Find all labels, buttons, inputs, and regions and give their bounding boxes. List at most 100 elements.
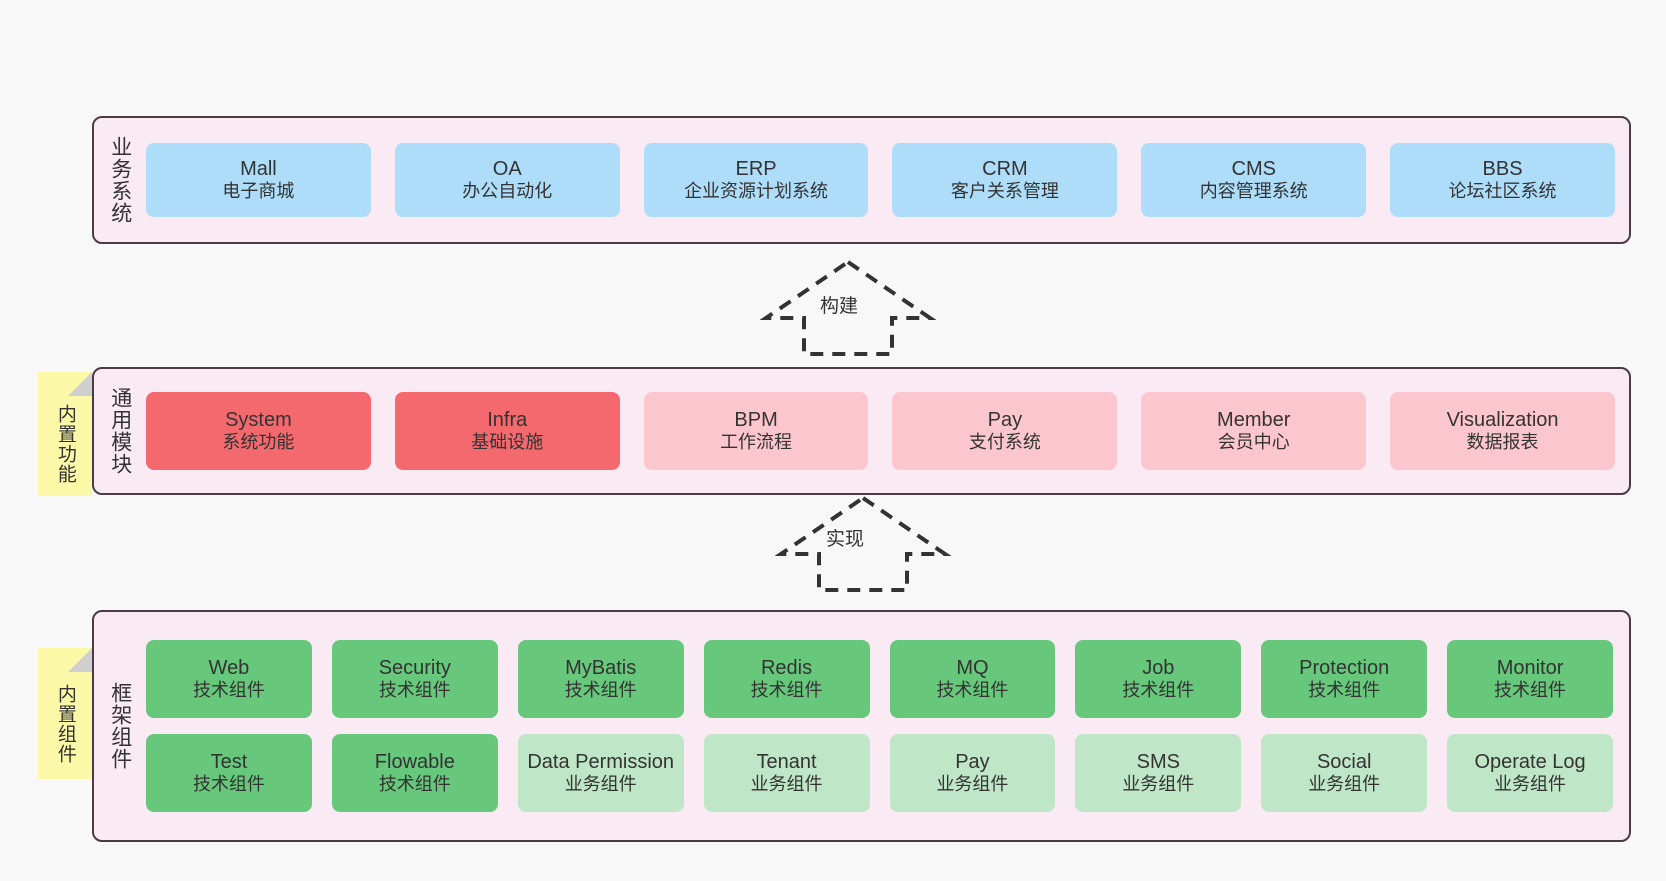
framework-card-operate-log[interactable]: Operate Log 业务组件: [1447, 734, 1613, 812]
card-subtitle: 论坛社区系统: [1448, 181, 1557, 202]
card-subtitle: 系统功能: [222, 432, 295, 453]
card-subtitle: 技术组件: [564, 680, 637, 701]
card-subtitle: 内容管理系统: [1199, 181, 1308, 202]
card-title: Pay: [955, 750, 990, 773]
card-subtitle: 基础设施: [471, 432, 544, 453]
card-title: BBS: [1482, 157, 1523, 180]
framework-card-test[interactable]: Test 技术组件: [146, 734, 312, 812]
card-title: Monitor: [1496, 656, 1564, 679]
card-title: CMS: [1231, 157, 1276, 180]
layer-business-system-label: 业务系统: [108, 136, 132, 224]
layer-framework-component: 框架组件 Web 技术组件 Security 技术组件 MyBatis 技术组件…: [92, 610, 1631, 842]
card-title: BPM: [734, 408, 778, 431]
layer-business-system: 业务系统 Mall 电子商城 OA 办公自动化 ERP 企业资源计划系统 CRM…: [92, 116, 1631, 244]
card-subtitle: 技术组件: [936, 680, 1009, 701]
card-title: CRM: [982, 157, 1028, 180]
framework-tech-row: Web 技术组件 Security 技术组件 MyBatis 技术组件 Redi…: [146, 640, 1613, 718]
card-subtitle: 业务组件: [564, 774, 637, 795]
connector-build-label: 构建: [820, 296, 859, 317]
layer-framework-component-label: 框架组件: [108, 682, 132, 770]
business-card-crm[interactable]: CRM 客户关系管理: [892, 143, 1118, 217]
framework-card-protection[interactable]: Protection 技术组件: [1261, 640, 1428, 718]
common-card-pay[interactable]: Pay 支付系统: [892, 392, 1118, 470]
card-title: Redis: [760, 656, 813, 679]
common-card-system[interactable]: System 系统功能: [146, 392, 371, 470]
sticky-note-label: 内置功能: [54, 404, 76, 484]
card-subtitle: 客户关系管理: [950, 181, 1059, 202]
common-card-bpm[interactable]: BPM 工作流程: [643, 392, 869, 470]
common-card-infra[interactable]: Infra 基础设施: [394, 392, 620, 470]
card-subtitle: 技术组件: [192, 774, 265, 795]
card-subtitle: 技术组件: [378, 680, 451, 701]
card-title: Data Permission: [527, 750, 675, 773]
common-card-row: System 系统功能 Infra 基础设施 BPM 工作流程 Pay 支付系统…: [146, 392, 1615, 470]
card-title: Pay: [987, 408, 1023, 431]
card-subtitle: 技术组件: [1308, 680, 1381, 701]
sticky-note-builtin-components: 内置组件: [38, 648, 92, 779]
framework-card-pay[interactable]: Pay 业务组件: [889, 734, 1056, 812]
card-title: Mall: [240, 157, 277, 180]
card-title: System: [225, 408, 292, 431]
framework-card-job[interactable]: Job 技术组件: [1075, 640, 1242, 718]
framework-card-mq[interactable]: MQ 技术组件: [889, 640, 1056, 718]
layer-common-module: 通用模块 System 系统功能 Infra 基础设施 BPM 工作流程 Pay…: [92, 367, 1631, 495]
layer-business-system-body: Mall 电子商城 OA 办公自动化 ERP 企业资源计划系统 CRM 客户关系…: [142, 118, 1629, 242]
layer-common-module-label: 通用模块: [108, 387, 132, 475]
card-subtitle: 业务组件: [1308, 774, 1381, 795]
common-card-member[interactable]: Member 会员中心: [1141, 392, 1367, 470]
card-subtitle: 技术组件: [750, 680, 823, 701]
card-subtitle: 技术组件: [1494, 680, 1567, 701]
card-title: SMS: [1136, 750, 1180, 773]
sticky-note-builtin-features: 内置功能: [38, 372, 92, 496]
card-title: Job: [1142, 656, 1175, 679]
card-subtitle: 业务组件: [1122, 774, 1195, 795]
layer-framework-component-body: Web 技术组件 Security 技术组件 MyBatis 技术组件 Redi…: [142, 612, 1629, 840]
card-title: Security: [378, 656, 451, 679]
card-subtitle: 业务组件: [750, 774, 823, 795]
framework-card-data-permission[interactable]: Data Permission 业务组件: [517, 734, 684, 812]
card-title: MQ: [956, 656, 989, 679]
card-subtitle: 办公自动化: [462, 181, 553, 202]
framework-card-social[interactable]: Social 业务组件: [1261, 734, 1428, 812]
framework-card-redis[interactable]: Redis 技术组件: [703, 640, 870, 718]
layer-common-module-body: System 系统功能 Infra 基础设施 BPM 工作流程 Pay 支付系统…: [142, 369, 1629, 493]
card-title: Visualization: [1446, 408, 1559, 431]
common-card-visualization[interactable]: Visualization 数据报表: [1390, 392, 1615, 470]
card-title: Tenant: [756, 750, 817, 773]
card-subtitle: 业务组件: [936, 774, 1009, 795]
card-title: Test: [210, 750, 248, 773]
connector-implement-label: 实现: [826, 529, 865, 550]
card-title: Flowable: [374, 750, 455, 773]
card-subtitle: 工作流程: [720, 432, 793, 453]
card-title: OA: [492, 157, 522, 180]
framework-card-monitor[interactable]: Monitor 技术组件: [1447, 640, 1613, 718]
framework-card-mybatis[interactable]: MyBatis 技术组件: [517, 640, 684, 718]
card-subtitle: 会员中心: [1217, 432, 1290, 453]
framework-card-sms[interactable]: SMS 业务组件: [1075, 734, 1242, 812]
framework-card-flowable[interactable]: Flowable 技术组件: [331, 734, 498, 812]
framework-card-tenant[interactable]: Tenant 业务组件: [703, 734, 870, 812]
business-card-oa[interactable]: OA 办公自动化: [394, 143, 620, 217]
card-title: Operate Log: [1474, 750, 1586, 773]
framework-card-web[interactable]: Web 技术组件: [146, 640, 312, 718]
business-card-erp[interactable]: ERP 企业资源计划系统: [643, 143, 869, 217]
card-title: ERP: [735, 157, 777, 180]
card-subtitle: 支付系统: [968, 432, 1041, 453]
card-title: Web: [208, 656, 250, 679]
card-subtitle: 电子商城: [222, 181, 295, 202]
card-title: Social: [1316, 750, 1372, 773]
card-title: Member: [1217, 408, 1291, 431]
card-subtitle: 技术组件: [192, 680, 265, 701]
business-card-mall[interactable]: Mall 电子商城: [146, 143, 371, 217]
business-card-cms[interactable]: CMS 内容管理系统: [1141, 143, 1367, 217]
business-card-row: Mall 电子商城 OA 办公自动化 ERP 企业资源计划系统 CRM 客户关系…: [146, 143, 1615, 217]
card-subtitle: 技术组件: [378, 774, 451, 795]
card-subtitle: 业务组件: [1494, 774, 1567, 795]
card-title: MyBatis: [565, 656, 637, 679]
sticky-note-label: 内置组件: [54, 683, 76, 764]
framework-card-security[interactable]: Security 技术组件: [331, 640, 498, 718]
card-subtitle: 企业资源计划系统: [684, 181, 829, 202]
card-subtitle: 数据报表: [1466, 432, 1539, 453]
business-card-bbs[interactable]: BBS 论坛社区系统: [1390, 143, 1615, 217]
